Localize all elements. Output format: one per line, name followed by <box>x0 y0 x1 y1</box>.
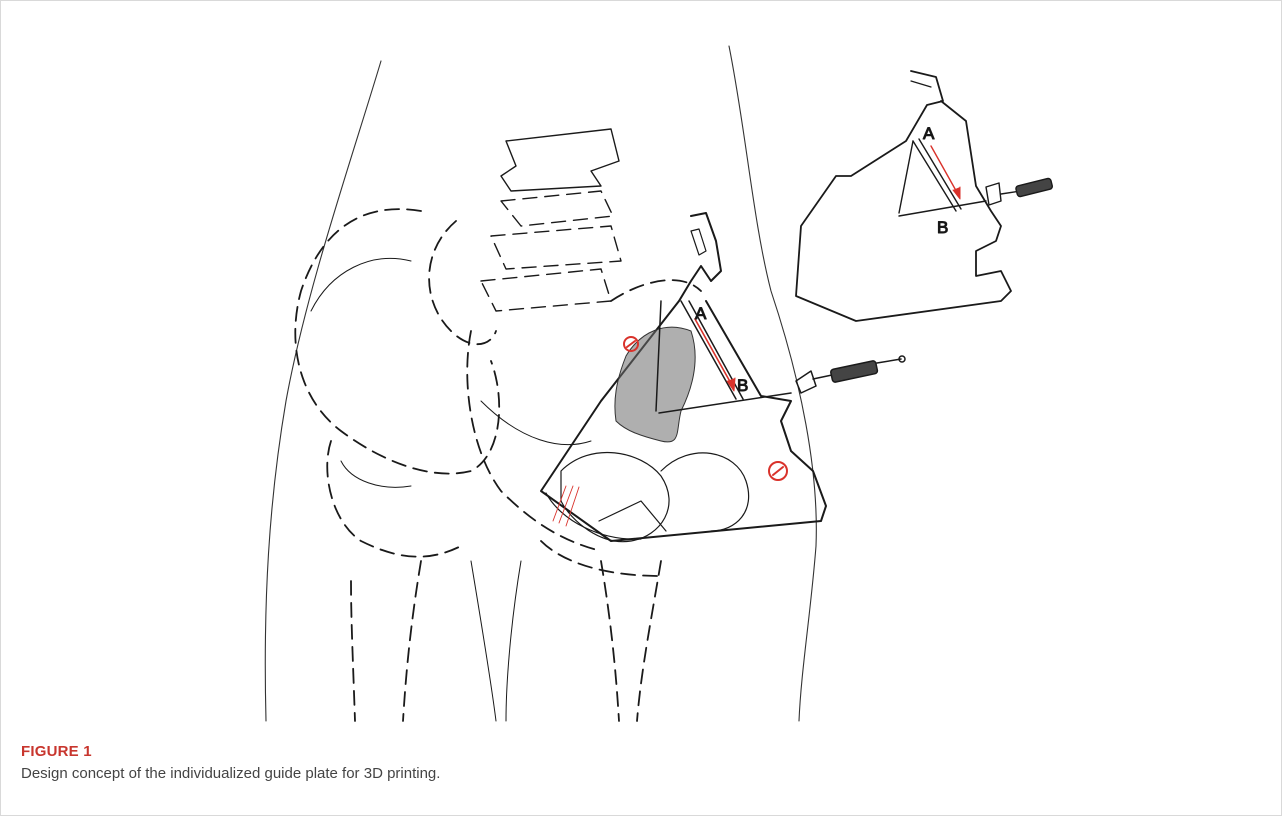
shaded-bone <box>615 327 695 442</box>
inset-point-a-label: A <box>923 124 935 143</box>
inset-point-b-label: B <box>937 218 948 237</box>
direction-arrow <box>695 319 735 391</box>
figure-caption: Design concept of the individualized gui… <box>21 765 440 782</box>
inset-drill-tool <box>986 178 1053 205</box>
left-pelvis <box>295 209 499 557</box>
inset-direction-arrow <box>931 146 960 199</box>
inset-guide-plate <box>796 71 1011 321</box>
inset-guide-arms <box>899 139 986 216</box>
femur <box>351 561 661 721</box>
drill-tool <box>796 356 905 393</box>
guide-plate-illustration: A B A B <box>1 1 1282 731</box>
femoral-head <box>561 452 749 541</box>
figure-label: FIGURE 1 <box>21 743 92 760</box>
point-b-label: B <box>737 376 748 395</box>
point-a-label: A <box>695 304 707 323</box>
lumbar-spine <box>481 129 621 311</box>
